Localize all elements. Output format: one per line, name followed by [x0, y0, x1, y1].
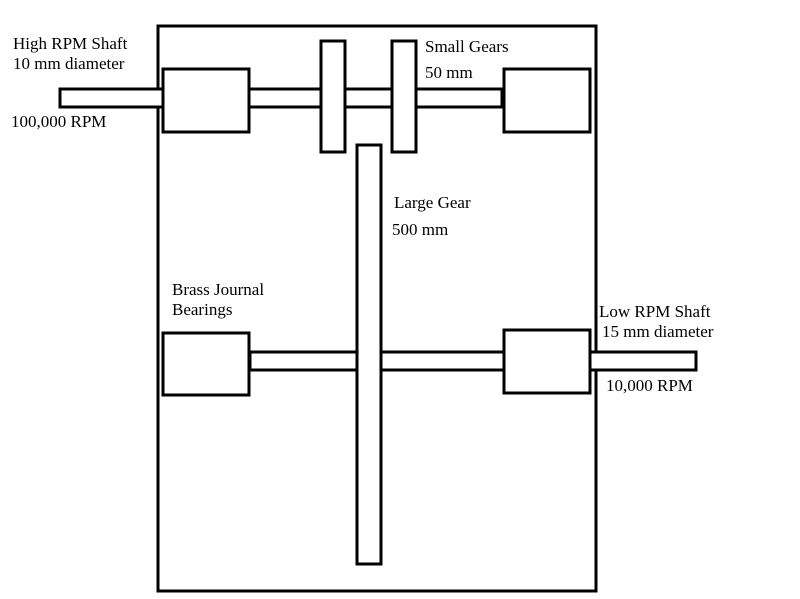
high-shaft-label: High RPM Shaft 10 mm diameter [13, 34, 127, 74]
bearings-title-cont: Bearings [172, 300, 233, 319]
high-shaft-title: High RPM Shaft [13, 34, 128, 53]
low-shaft-diameter: 15 mm diameter [602, 322, 714, 341]
bearings-title: Brass Journal [172, 280, 265, 299]
high-shaft-right-bearing [502, 67, 592, 134]
low-rpm-label: 10,000 RPM [606, 376, 693, 395]
small-gears-title: Small Gears [425, 37, 509, 56]
large-gear [355, 143, 383, 566]
small-gear-2 [390, 39, 418, 154]
high-shaft-diameter: 10 mm diameter [13, 54, 125, 73]
low-shaft-left-bearing [161, 331, 251, 397]
low-shaft-title: Low RPM Shaft [599, 302, 711, 321]
small-gears-label: Small Gears 50 mm [425, 37, 509, 83]
high-shaft-left-bearing [161, 67, 251, 134]
small-gear-1 [319, 39, 347, 154]
large-gear-title: Large Gear [394, 193, 471, 212]
low-shaft-label: Low RPM Shaft 15 mm diameter [599, 302, 713, 342]
high-rpm-shaft [58, 87, 504, 109]
large-gear-label: Large Gear 500 mm [392, 193, 471, 240]
small-gears-size: 50 mm [425, 63, 473, 82]
low-rpm-shaft [248, 350, 698, 372]
high-rpm-label: 100,000 RPM [11, 112, 107, 131]
low-shaft-right-bearing [502, 328, 592, 395]
bearings-label: Brass Journal Bearings [172, 280, 264, 320]
large-gear-size: 500 mm [392, 220, 449, 239]
